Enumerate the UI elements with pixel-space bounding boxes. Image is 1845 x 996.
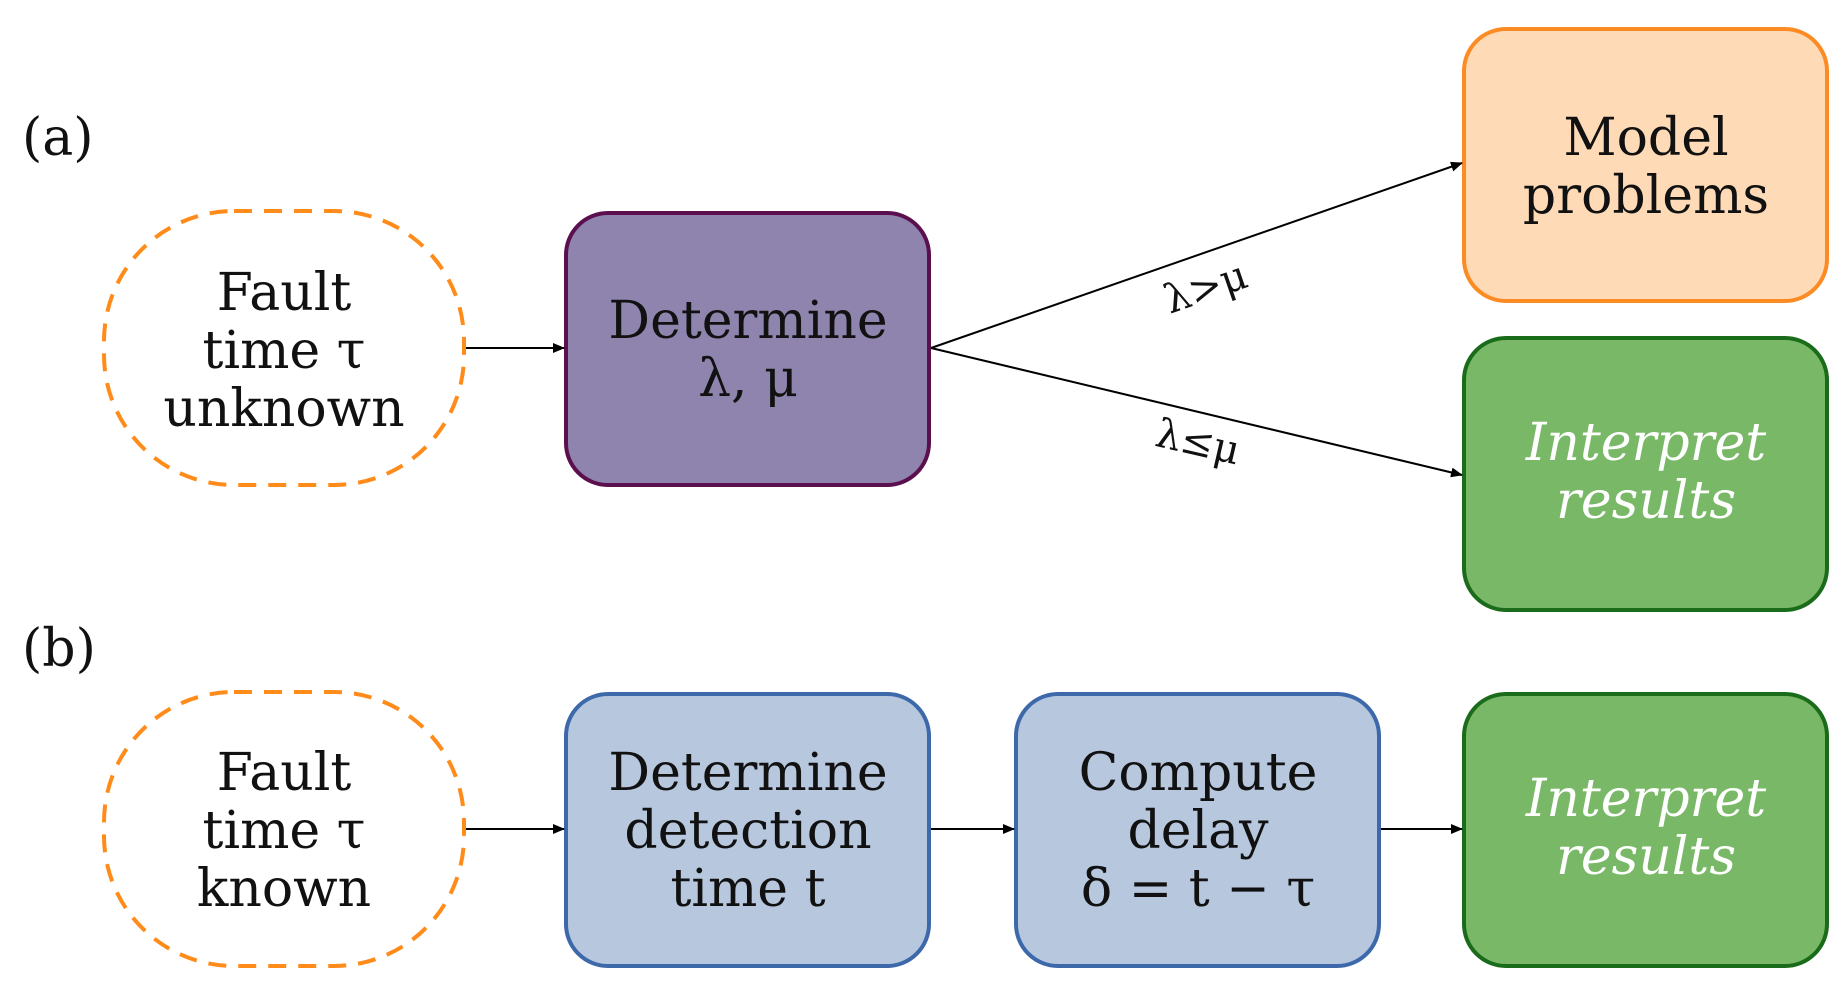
arrow-to-model-problems bbox=[930, 161, 1463, 349]
node-line: Fault bbox=[217, 743, 352, 803]
determine-lambda-mu-node: Determine λ, μ bbox=[564, 211, 931, 487]
node-line: detection bbox=[624, 801, 871, 861]
node-line: time t bbox=[670, 859, 825, 919]
node-line: results bbox=[1556, 471, 1736, 531]
node-line: Interpret bbox=[1525, 413, 1766, 473]
model-problems-node: Model problems bbox=[1462, 27, 1829, 303]
fault-time-known-node: Fault time τ known bbox=[102, 690, 466, 968]
node-line: unknown bbox=[163, 379, 404, 439]
node-line: λ, μ bbox=[698, 349, 798, 409]
node-line: problems bbox=[1523, 166, 1769, 226]
node-line: results bbox=[1556, 827, 1736, 887]
node-line: Compute bbox=[1079, 743, 1318, 803]
node-line: time τ bbox=[203, 801, 366, 861]
node-line: time τ bbox=[203, 321, 366, 381]
fault-time-unknown-node: Fault time τ unknown bbox=[102, 209, 466, 487]
compute-delay-node: Compute delay δ = t − τ bbox=[1014, 692, 1381, 968]
interpret-results-node-b: Interpret results bbox=[1462, 692, 1829, 968]
panel-a-label: (a) bbox=[22, 108, 94, 168]
determine-detection-time-node: Determine detection time t bbox=[564, 692, 931, 968]
node-line: Fault bbox=[217, 263, 352, 323]
panel-b-label: (b) bbox=[22, 619, 96, 679]
edge-label-lambda-gt-mu: λ>μ bbox=[1158, 252, 1253, 323]
node-line: known bbox=[197, 859, 371, 919]
interpret-results-node-a: Interpret results bbox=[1462, 336, 1829, 612]
node-line: δ = t − τ bbox=[1081, 859, 1315, 919]
node-line: Interpret bbox=[1525, 769, 1766, 829]
node-line: Determine bbox=[608, 291, 887, 351]
node-line: Determine bbox=[608, 743, 887, 803]
arrow-to-interpret-results bbox=[930, 347, 1463, 478]
node-line: Model bbox=[1563, 108, 1728, 168]
node-line: delay bbox=[1127, 801, 1269, 861]
